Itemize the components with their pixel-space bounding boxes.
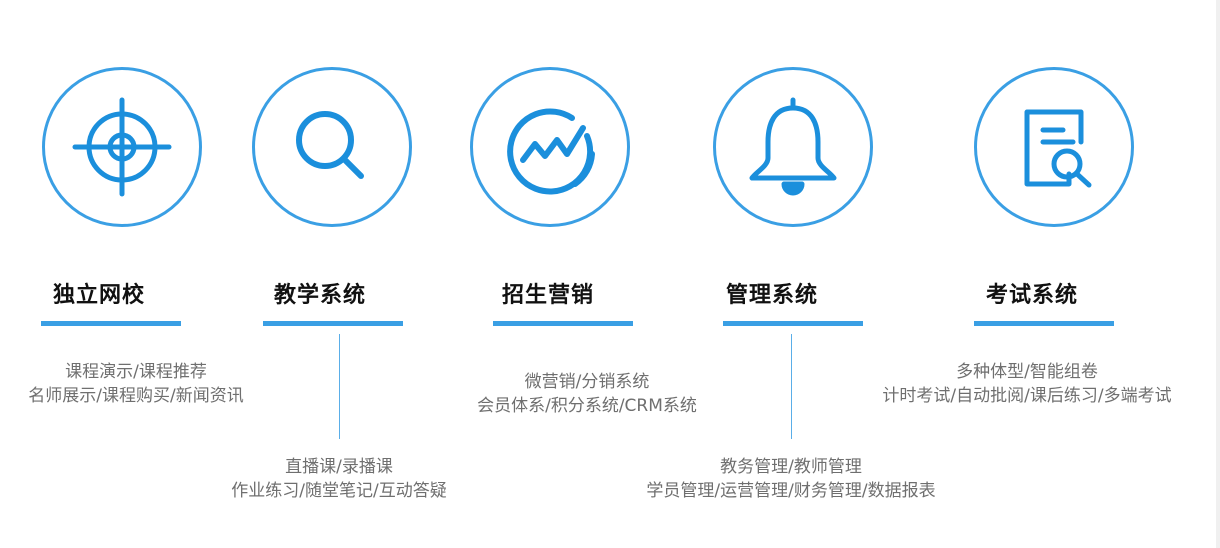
- bell-icon: [749, 97, 837, 196]
- feature-underline-marketing: [493, 321, 633, 326]
- feature-underline-teaching: [263, 321, 403, 326]
- feature-desc-line: 作业练习/随堂笔记/互动答疑: [231, 481, 447, 501]
- feature-title-marketing: 招生营销: [502, 283, 595, 308]
- feature-desc-line: 教务管理/教师管理: [720, 457, 862, 477]
- feature-desc-exam: 多种体型/智能组卷 计时考试/自动批阅/课后练习/多端考试: [882, 360, 1171, 408]
- feature-circle-school[interactable]: [42, 67, 202, 227]
- feature-desc-management: 教务管理/教师管理 学员管理/运营管理/财务管理/数据报表: [646, 455, 935, 503]
- feature-circle-marketing[interactable]: [470, 67, 630, 227]
- connector-line-management: [791, 334, 792, 439]
- feature-circle-teaching[interactable]: [252, 67, 412, 227]
- feature-desc-line: 会员体系/积分系统/CRM系统: [477, 396, 697, 416]
- feature-desc-line: 直播课/录播课: [285, 457, 393, 477]
- feature-desc-line: 计时考试/自动批阅/课后练习/多端考试: [882, 386, 1172, 406]
- feature-underline-exam: [974, 321, 1114, 326]
- feature-desc-line: 名师展示/课程购买/新闻资讯: [28, 386, 244, 406]
- feature-desc-line: 多种体型/智能组卷: [956, 362, 1098, 382]
- trend-chart-icon: [507, 108, 595, 195]
- crosshair-target-icon: [72, 97, 172, 197]
- feature-title-school: 独立网校: [53, 283, 146, 308]
- feature-title-management: 管理系统: [726, 283, 819, 308]
- magnifier-icon: [296, 111, 364, 179]
- document-search-icon: [1024, 109, 1092, 188]
- feature-circle-management[interactable]: [713, 67, 873, 227]
- feature-desc-school: 课程演示/课程推荐 名师展示/课程购买/新闻资讯: [28, 360, 243, 408]
- connector-line-teaching: [339, 334, 340, 439]
- feature-title-teaching: 教学系统: [274, 283, 367, 308]
- feature-circle-exam[interactable]: [974, 67, 1134, 227]
- feature-underline-school: [41, 321, 181, 326]
- right-edge-divider: [1216, 0, 1220, 548]
- feature-desc-teaching: 直播课/录播课 作业练习/随堂笔记/互动答疑: [231, 455, 446, 503]
- feature-title-exam: 考试系统: [986, 283, 1079, 308]
- feature-desc-line: 课程演示/课程推荐: [65, 362, 207, 382]
- feature-desc-line: 学员管理/运营管理/财务管理/数据报表: [646, 481, 936, 501]
- feature-underline-management: [723, 321, 863, 326]
- feature-desc-marketing: 微营销/分销系统 会员体系/积分系统/CRM系统: [477, 370, 697, 418]
- feature-desc-line: 微营销/分销系统: [524, 372, 650, 392]
